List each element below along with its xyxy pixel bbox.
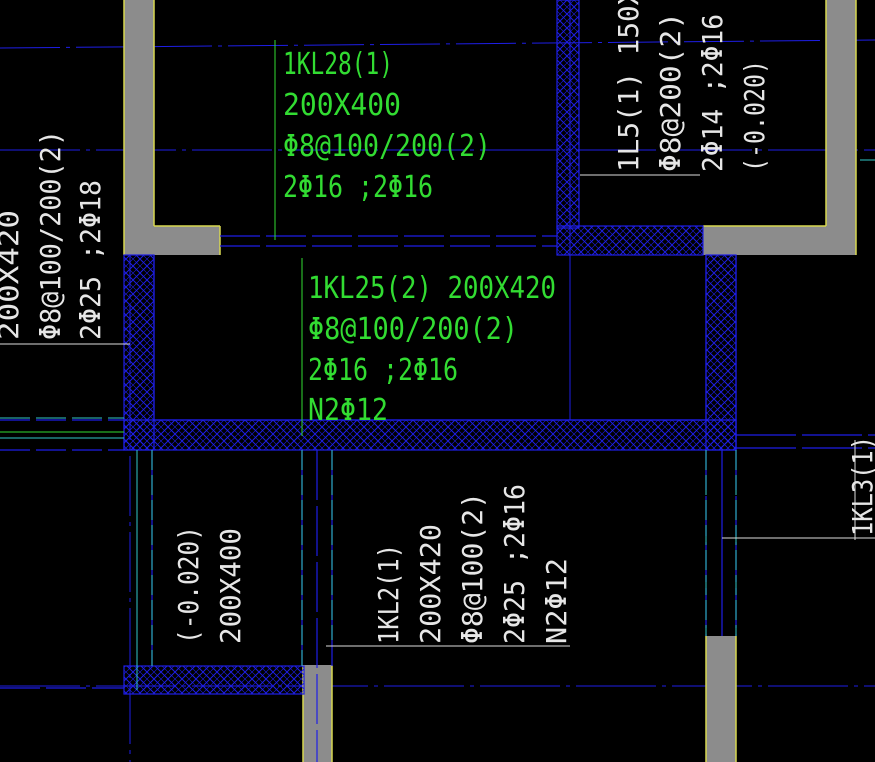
cyan-lines <box>0 159 875 690</box>
l5-elevation: (-0.020) <box>738 60 771 172</box>
left-stirrup: Φ8@100/200(2) <box>34 130 67 340</box>
l5-rebar: 2Φ14 ;2Φ16 <box>696 14 729 172</box>
left-size: 200X420 <box>0 210 25 340</box>
kl3-name: 1KL3(1) <box>846 436 875 536</box>
hatched-beams <box>123 0 737 695</box>
kl2-stirrup: Φ8@100(2) <box>456 492 489 644</box>
annotation-kl3: 1KL3(1) <box>846 436 875 536</box>
annotation-kl2: 1KL2(1) 200X420 Φ8@100(2) 2Φ25 ;2Φ16 N2Φ… <box>372 484 573 644</box>
annotation-kl25: 1KL25(2) 200X420 Φ8@100/200(2) 2Φ16 ;2Φ1… <box>308 271 556 428</box>
wall-bottom-right <box>705 636 737 762</box>
kl25-torsion: N2Φ12 <box>308 393 388 428</box>
l5-name: 1L5(1) 150X3 <box>612 0 645 172</box>
kl28-rebar: 2Φ16 ;2Φ16 <box>283 170 433 205</box>
annotation-left-vertical: 200X420 Φ8@100/200(2) 2Φ25 ;2Φ18 <box>0 130 107 340</box>
kl2-name: 1KL2(1) <box>372 544 405 644</box>
kl25-stirrup: Φ8@100/200(2) <box>308 312 518 347</box>
annotation-kl28: 1KL28(1) 200X400 Φ8@100/200(2) 2Φ16 ;2Φ1… <box>283 47 491 205</box>
annotation-bottom-left: (-0.020) 200X400 <box>172 526 247 644</box>
kl25-rebar: 2Φ16 ;2Φ16 <box>308 353 458 388</box>
kl2-torsion: N2Φ12 <box>540 558 573 644</box>
bottom-left-size: 200X400 <box>214 528 247 644</box>
annotation-l5: 1L5(1) 150X3 Φ8@200(2) 2Φ14 ;2Φ16 (-0.02… <box>612 0 771 172</box>
kl28-stirrup: Φ8@100/200(2) <box>283 129 491 164</box>
l5-stirrup: Φ8@200(2) <box>654 12 687 172</box>
kl2-size: 200X420 <box>414 524 447 644</box>
bottom-left-elevation: (-0.020) <box>172 526 205 644</box>
left-rebar: 2Φ25 ;2Φ18 <box>74 180 107 340</box>
kl28-name: 1KL28(1) <box>283 47 393 82</box>
leader-lines <box>0 40 875 647</box>
wall-top-left <box>123 0 221 255</box>
kl2-rebar: 2Φ25 ;2Φ16 <box>498 484 531 644</box>
wall-top-right <box>703 0 857 255</box>
kl25-name: 1KL25(2) 200X420 <box>308 271 556 306</box>
kl28-size: 200X400 <box>283 88 401 123</box>
